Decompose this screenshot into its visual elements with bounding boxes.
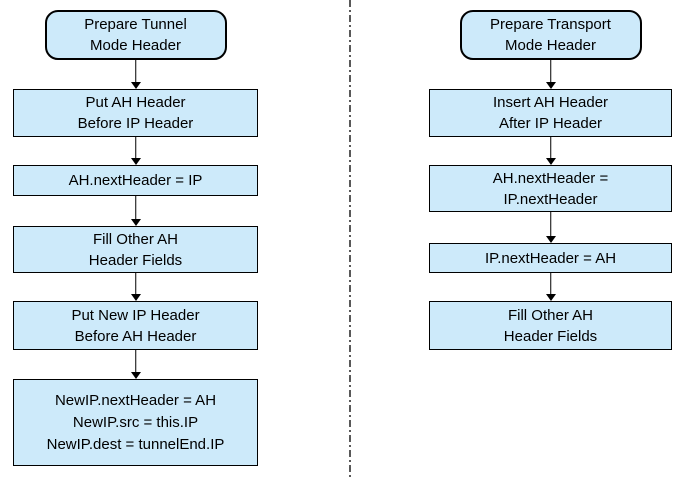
node-text-line: Mode Header [90,37,181,54]
tunnel-mode-flowchart: Prepare Tunnel Mode Header Put AH Header… [13,10,258,466]
node-text-line: Insert AH Header [492,94,609,111]
node-ip-nextheader-equals-ah: IP.nextHeader = AH [429,243,672,273]
column-divider-line [349,0,351,479]
node-text-line: Header Fields [88,251,183,269]
arrow-down-icon [429,273,672,301]
arrow-down-icon [13,196,258,226]
node-fill-other-ah-header-fields: Fill Other AH Header Fields [13,226,258,273]
arrow-down-icon [429,60,672,89]
node-text-line: Before AH Header [74,327,197,345]
node-put-new-ip-header-before-ah-header: Put New IP Header Before AH Header [13,301,258,350]
arrow-down-icon [429,212,672,243]
node-fill-other-ah-header-fields: Fill Other AH Header Fields [429,301,672,350]
node-prepare-tunnel-mode-header: Prepare Tunnel Mode Header [44,10,227,60]
node-text-line: Header Fields [503,327,598,345]
node-text-line: After IP Header [498,115,603,132]
arrow-down-icon [13,350,258,379]
node-text-line: AH.nextHeader = IP [68,172,203,189]
node-text-line: Mode Header [505,37,596,54]
node-newip-assignments: NewIP.nextHeader = AH NewIP.src = this.I… [13,379,258,466]
node-text-line: NewIP.src = this.IP [72,413,199,431]
node-text-line: Prepare Transport [490,16,611,33]
node-text-line: AH.nextHeader = [492,169,609,187]
arrow-down-icon [13,60,258,89]
node-text-line: IP.nextHeader = AH [484,249,617,267]
node-put-ah-header-before-ip-header: Put AH Header Before IP Header [13,89,258,137]
node-insert-ah-header-after-ip-header: Insert AH Header After IP Header [429,89,672,137]
arrow-down-icon [13,273,258,301]
node-text-line: IP.nextHeader [503,190,598,208]
node-ah-nextheader-equals-ip: AH.nextHeader = IP [13,165,258,196]
node-text-line: Fill Other AH [507,306,594,324]
node-text-line: Before IP Header [77,115,194,132]
node-ah-nextheader-equals-ip-nextheader: AH.nextHeader = IP.nextHeader [429,165,672,212]
node-text-line: NewIP.nextHeader = AH [54,391,217,409]
node-prepare-transport-mode-header: Prepare Transport Mode Header [459,10,642,60]
transport-mode-flowchart: Prepare Transport Mode Header Insert AH … [429,10,672,350]
node-text-line: NewIP.dest = tunnelEnd.IP [46,435,225,453]
node-text-line: Fill Other AH [92,230,179,248]
node-text-line: Prepare Tunnel [84,16,187,33]
node-text-line: Put New IP Header [71,306,200,324]
arrow-down-icon [429,137,672,165]
node-text-line: Put AH Header [85,94,186,111]
arrow-down-icon [13,137,258,165]
